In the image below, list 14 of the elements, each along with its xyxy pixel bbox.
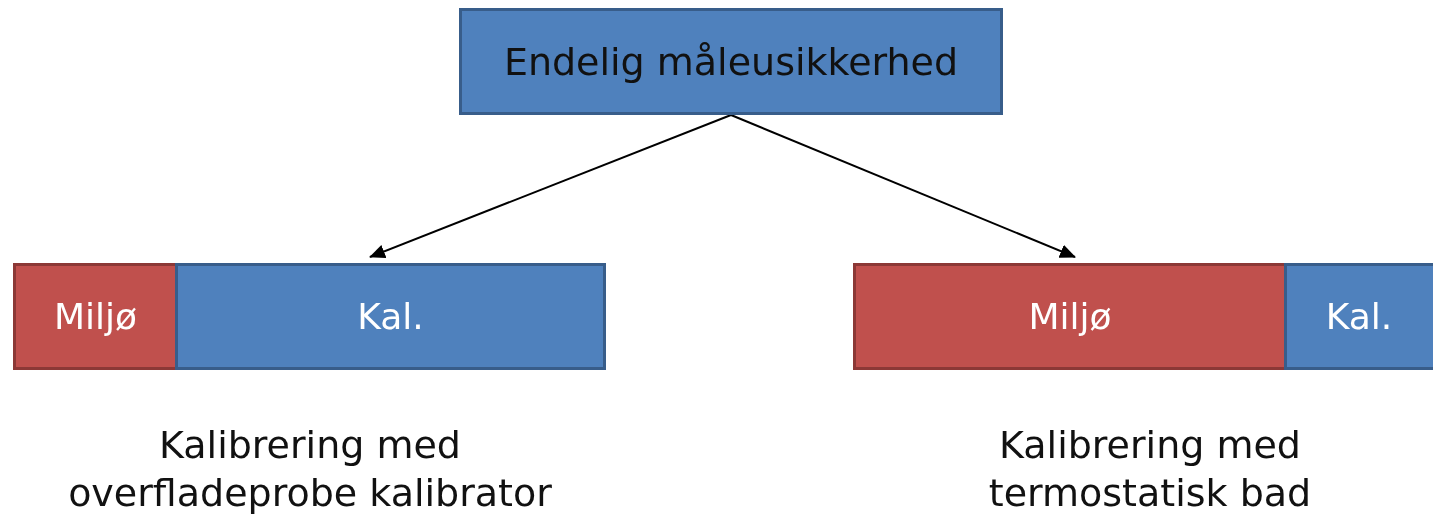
result-box (459, 8, 1003, 115)
box-label: Endelig måleusikkerhed (503, 39, 959, 84)
box-label: Kal. (357, 296, 424, 337)
arrow (730, 114, 1076, 258)
calibration-segment (175, 263, 606, 370)
box-label: Miljø (1028, 296, 1112, 337)
environment-segment (853, 263, 1287, 370)
calibration-segment (1284, 263, 1433, 370)
box-label: Kal. (1325, 296, 1393, 337)
box-label: Miljø (53, 296, 138, 337)
environment-segment (13, 263, 178, 370)
caption: Kalibrering med termostatisk bad (987, 422, 1313, 517)
arrow (369, 114, 732, 258)
caption: Kalibrering med overfladeprobe kalibrator (67, 422, 553, 517)
